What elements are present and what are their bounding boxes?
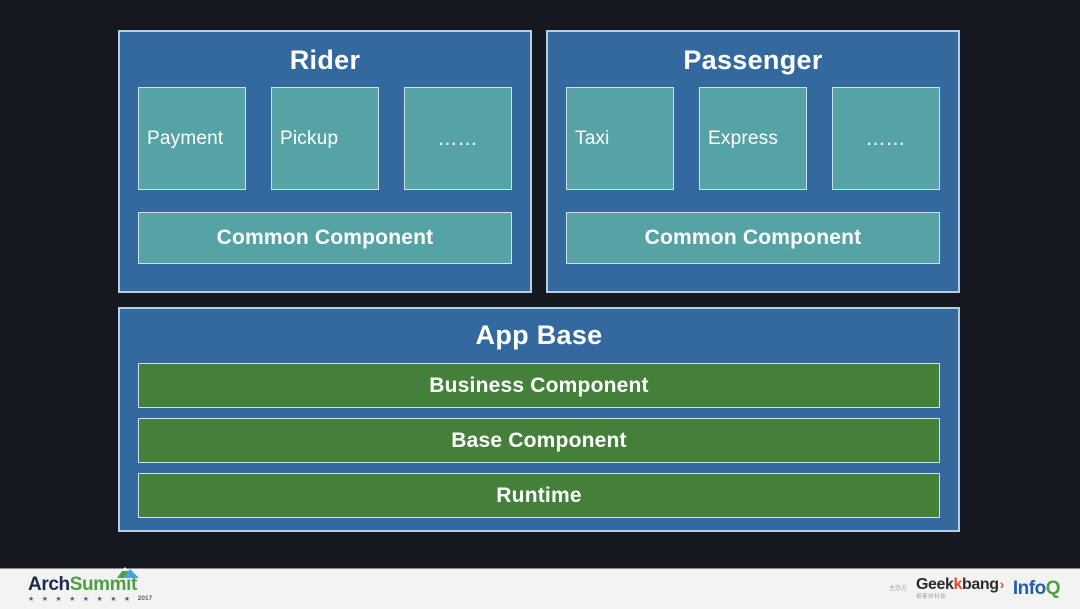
- tile-taxi[interactable]: Taxi: [566, 87, 674, 191]
- panel-rider[interactable]: Rider Payment Pickup …… Common Component: [118, 30, 532, 293]
- layer-label-base-component: Base Component: [451, 428, 627, 452]
- archsummit-stars-text: ★ ★ ★ ★ ★ ★ ★ ★: [28, 595, 133, 603]
- tile-row-rider: Payment Pickup ……: [138, 87, 512, 191]
- mountain-icon: [116, 567, 139, 578]
- tile-pickup[interactable]: Pickup: [271, 87, 379, 191]
- tile-label-payment: Payment: [147, 127, 224, 149]
- archsummit-subtitle: ★ ★ ★ ★ ★ ★ ★ ★ 2017: [28, 596, 152, 603]
- geekbang-arrow-icon: ›: [999, 576, 1005, 593]
- app-base-layer-stack: Business Component Base Component Runtim…: [138, 363, 940, 519]
- geekbang-k-text: k: [953, 576, 963, 594]
- geekbang-bang-text: bang: [962, 576, 999, 594]
- tile-label-pickup: Pickup: [280, 127, 339, 149]
- layer-runtime[interactable]: Runtime: [138, 473, 940, 519]
- common-component-label-rider: Common Component: [216, 226, 434, 250]
- archsummit-summit-text: Summit: [69, 574, 138, 595]
- layer-business-component[interactable]: Business Component: [138, 363, 940, 409]
- infoq-info-text: Info: [1012, 578, 1046, 599]
- panel-title-rider: Rider: [289, 45, 361, 75]
- panel-title-passenger: Passenger: [683, 45, 823, 75]
- panel-title-app-base: App Base: [475, 320, 603, 350]
- common-component-bar-passenger[interactable]: Common Component: [566, 212, 940, 265]
- tile-label-express: Express: [708, 127, 779, 149]
- layer-label-business-component: Business Component: [429, 373, 649, 397]
- infoq-q-text: Q: [1045, 578, 1061, 599]
- common-component-label-passenger: Common Component: [644, 226, 862, 250]
- archsummit-arch-text: Arch: [28, 574, 70, 595]
- panel-passenger[interactable]: Passenger Taxi Express …… Common Compone…: [546, 30, 960, 293]
- tile-rider-more[interactable]: ……: [404, 87, 512, 191]
- panel-app-base[interactable]: App Base Business Component Base Compone…: [118, 307, 960, 532]
- archsummit-year-text: 2017: [137, 595, 153, 603]
- tile-express[interactable]: Express: [699, 87, 807, 191]
- tile-label-taxi: Taxi: [575, 127, 610, 149]
- layer-label-runtime: Runtime: [496, 483, 582, 507]
- common-component-bar-rider[interactable]: Common Component: [138, 212, 512, 265]
- geekbang-geek-text: Geek: [915, 576, 954, 594]
- domain-panel-row: Rider Payment Pickup …… Common Component…: [118, 30, 960, 293]
- slide-canvas: Rider Payment Pickup …… Common Component…: [118, 30, 960, 532]
- ellipsis-icon: ……: [866, 127, 906, 150]
- tile-passenger-more[interactable]: ……: [832, 87, 940, 191]
- tile-row-passenger: Taxi Express ……: [566, 87, 940, 191]
- ellipsis-icon: ……: [438, 127, 478, 150]
- layer-base-component[interactable]: Base Component: [138, 418, 940, 464]
- sponsor-note-label: 主办方: [888, 584, 907, 592]
- geekbang-subtitle-text: 极客邦科技: [915, 594, 946, 601]
- tile-payment[interactable]: Payment: [138, 87, 246, 191]
